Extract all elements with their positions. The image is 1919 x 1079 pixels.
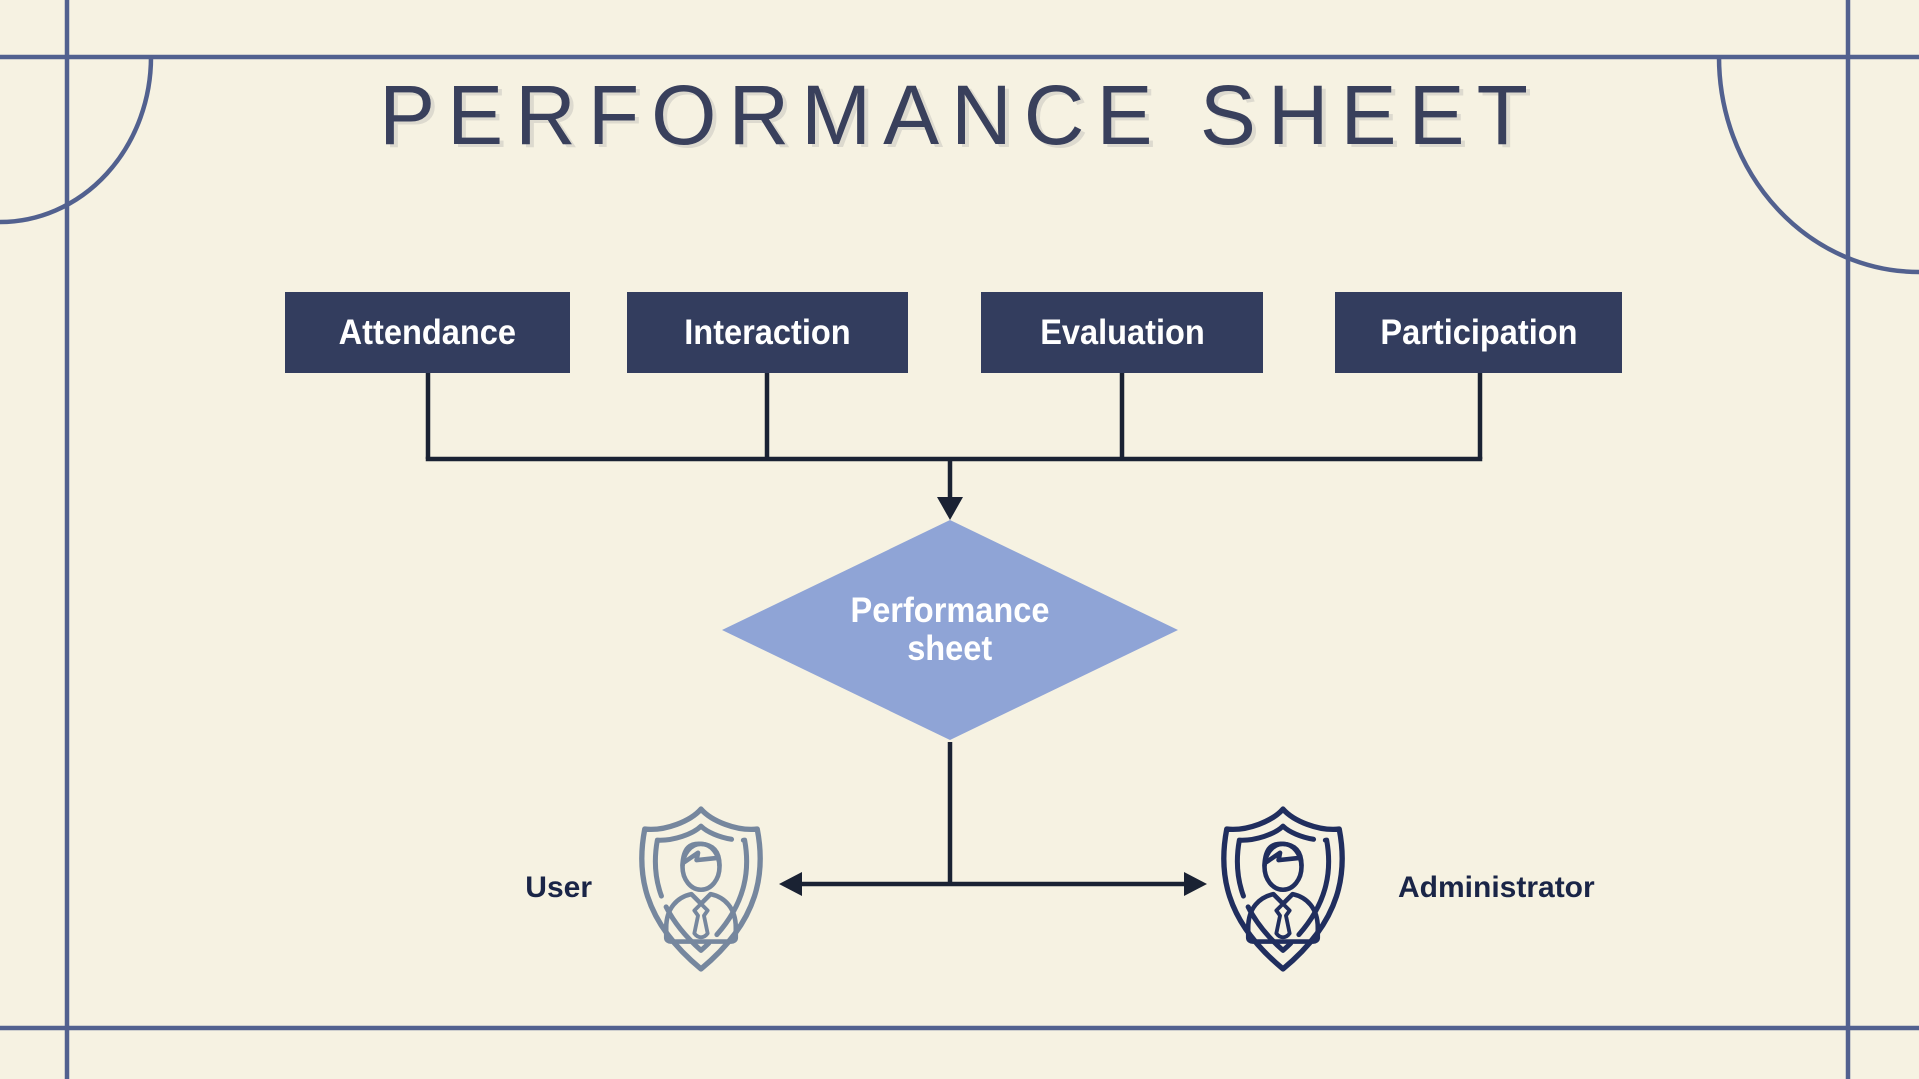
diamond-label-line2: sheet	[907, 629, 993, 668]
node-interaction-label: Interaction	[684, 312, 851, 352]
node-attendance-label: Attendance	[338, 312, 517, 352]
arrowhead-down-icon	[937, 497, 963, 520]
user-label: User	[525, 871, 592, 904]
corner-arc-top-left	[0, 56, 154, 225]
user-shield-person-icon	[639, 806, 763, 972]
corner-arc-top-right	[1716, 56, 1919, 275]
arrowhead-right-icon	[1184, 872, 1207, 896]
page-title: PERFORMANCE SHEET	[379, 68, 1540, 162]
node-attendance: Attendance	[285, 292, 570, 373]
administrator-label: Administrator	[1398, 871, 1595, 904]
node-participation-label: Participation	[1379, 312, 1578, 352]
node-evaluation: Evaluation	[981, 292, 1263, 373]
node-participation: Participation	[1335, 292, 1622, 373]
diamond-label-line1: Performance	[850, 591, 1050, 630]
admin-shield-person-icon	[1221, 806, 1345, 972]
node-evaluation-label: Evaluation	[1039, 312, 1205, 352]
node-interaction: Interaction	[627, 292, 908, 373]
arrowhead-left-icon	[779, 872, 802, 896]
